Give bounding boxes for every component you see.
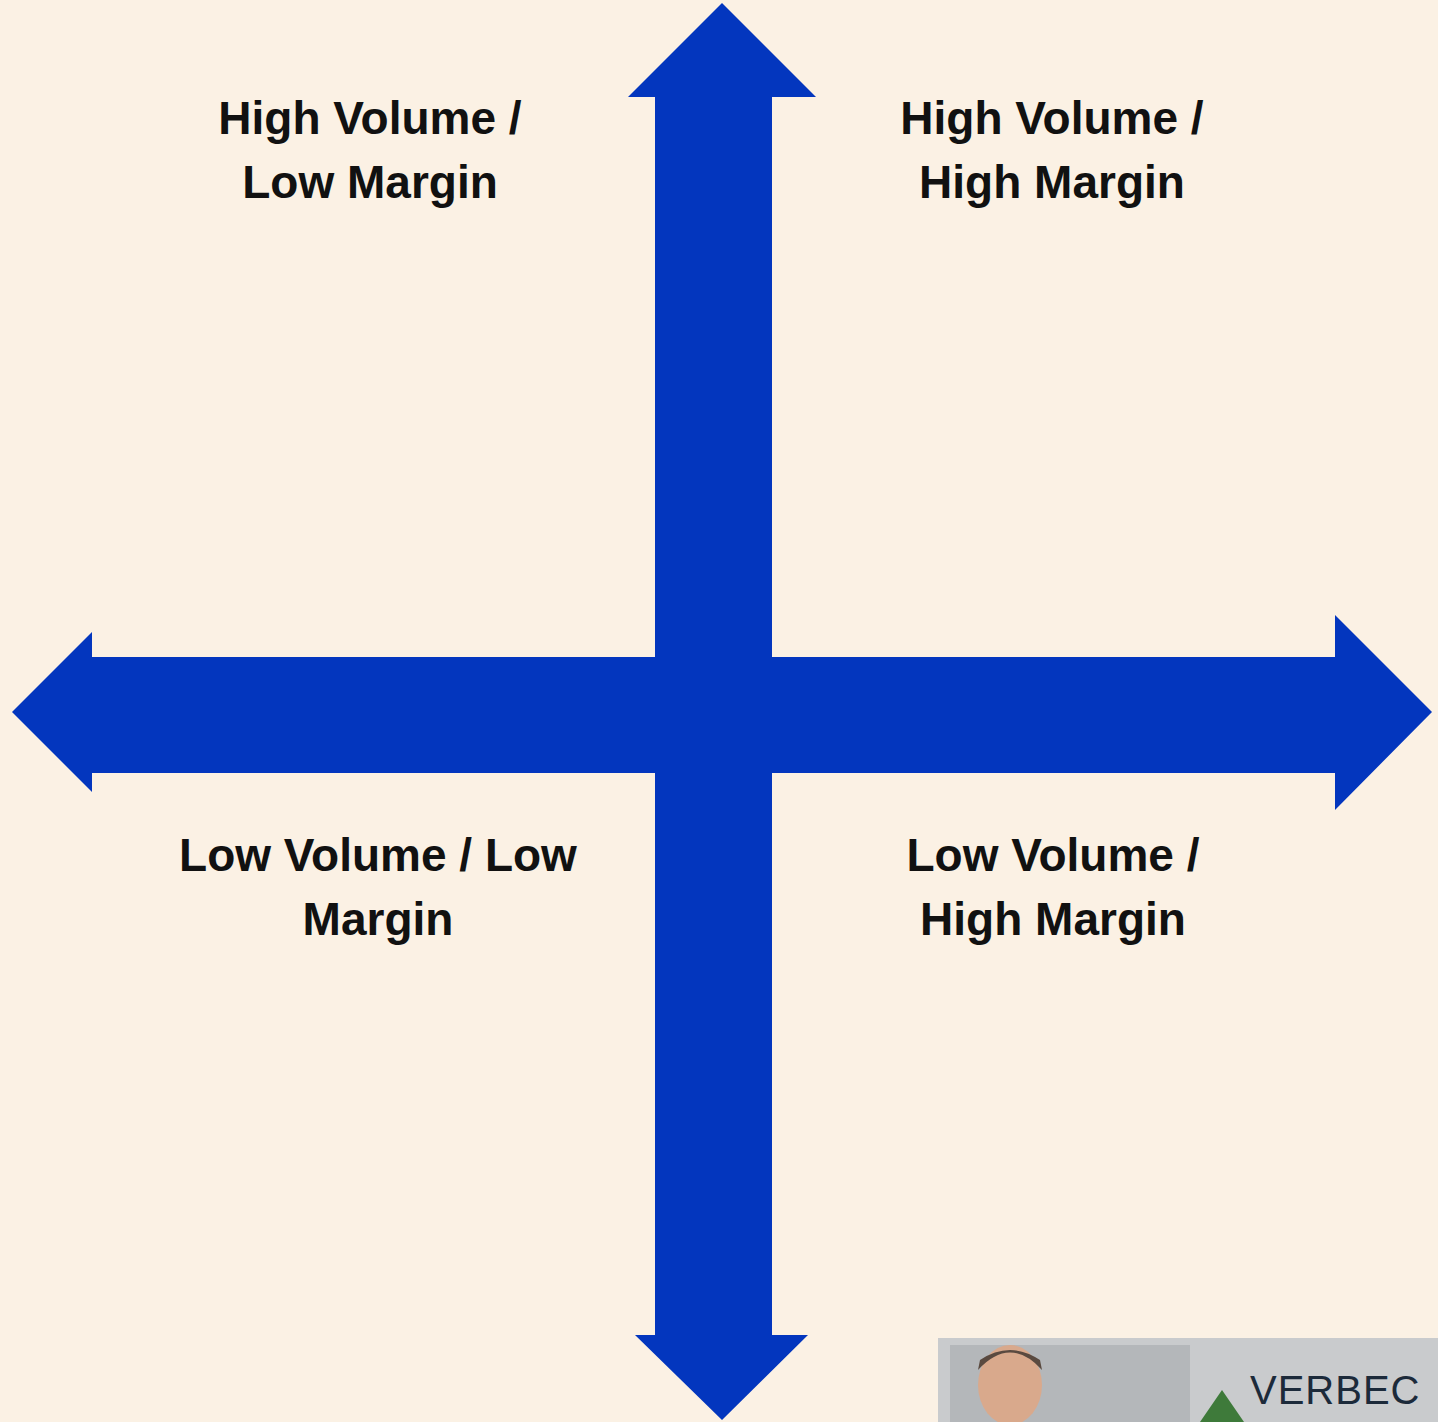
quadrant-label: High Volume / High Margin (852, 86, 1252, 214)
logo-text: VERBEC (1250, 1368, 1421, 1412)
quadrant-label: Low Volume / Low Margin (178, 823, 578, 951)
quadrant-label: Low Volume / High Margin (853, 823, 1253, 951)
presenter-logo-panel (938, 1338, 1438, 1422)
horizontal-double-arrow (12, 615, 1432, 810)
quadrant-label: High Volume / Low Margin (170, 86, 570, 214)
